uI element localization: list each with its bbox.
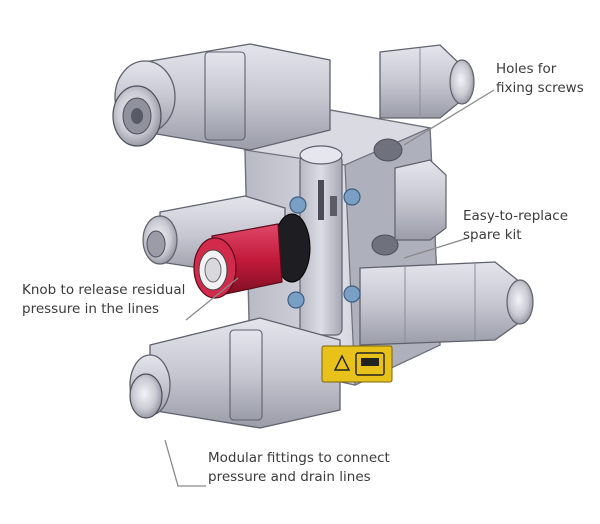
fitting-bottom-left [129, 317, 341, 429]
callout-modular-line2: pressure and drain lines [208, 469, 371, 485]
callout-spare-line2: spare kit [463, 227, 522, 243]
fitting-top-right [379, 44, 475, 119]
callout-leader-lines [164, 89, 495, 487]
callout-holes-for-fixing-screws: Holes for fixing screws [496, 60, 584, 98]
callout-knob-line2: pressure in the lines [22, 301, 160, 317]
callout-modular-line1: Modular fittings to connect [208, 450, 390, 466]
callout-spare-line1: Easy-to-replace [463, 208, 569, 224]
fitting-bottom-right [359, 261, 534, 346]
callout-knob-release: Knob to release residual pressure in the… [22, 281, 185, 319]
fitting-top-left [112, 43, 331, 151]
callout-modular-fittings: Modular fittings to connect pressure and… [208, 449, 390, 487]
fitting-middle-right [394, 159, 447, 241]
callout-holes-line1: Holes for [496, 61, 557, 77]
bolt-heads [287, 188, 361, 309]
callout-spare-kit: Easy-to-replace spare kit [463, 207, 568, 245]
warning-label [321, 345, 393, 383]
callout-holes-line2: fixing screws [496, 80, 584, 96]
callout-knob-line1: Knob to release residual [22, 282, 186, 298]
pressure-release-knob [193, 213, 311, 299]
